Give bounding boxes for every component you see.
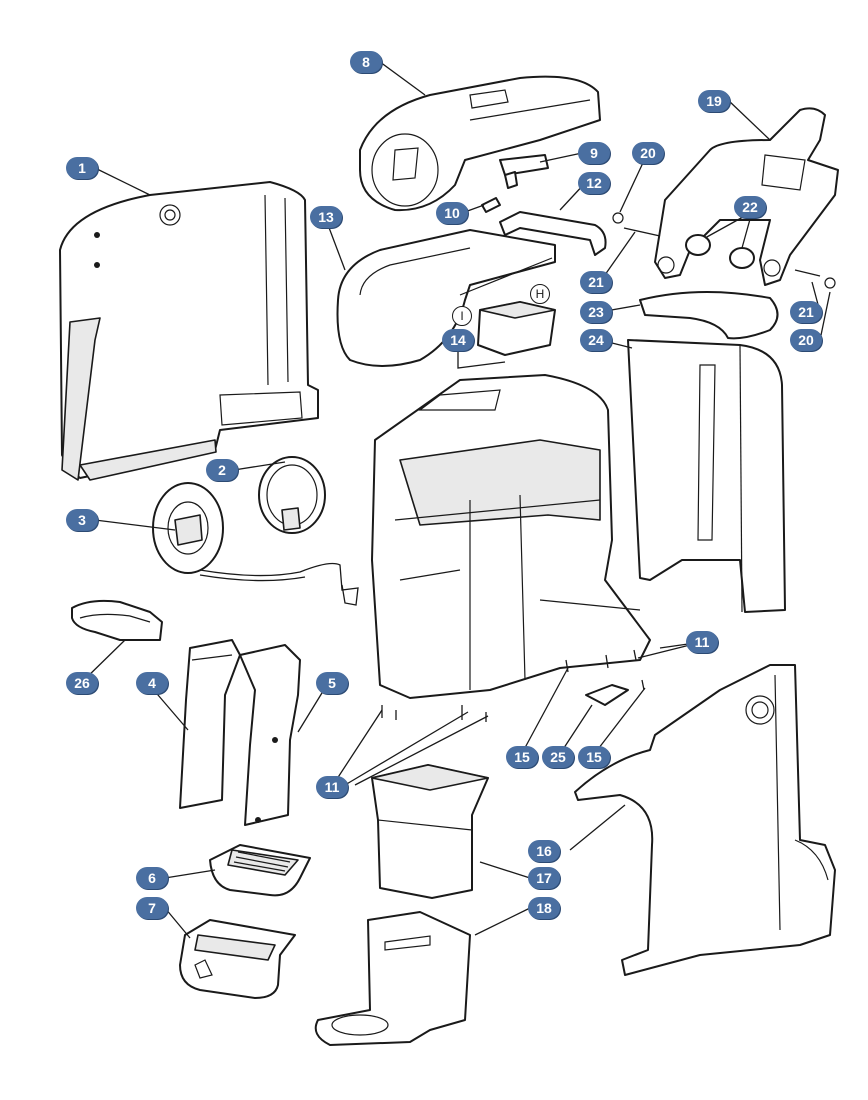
part-26-clip [71,599,163,641]
callout-15-left: 15 [506,746,538,768]
callout-3: 3 [66,509,98,531]
callout-21-right: 21 [790,301,822,323]
callout-10: 10 [436,202,468,224]
callout-9: 9 [578,142,610,164]
part-23-disc-lid [639,291,779,340]
callout-26: 26 [66,672,98,694]
callout-19: 19 [698,90,730,112]
callout-12: 12 [578,172,610,194]
part-5-right-panel [239,644,301,826]
part-14-small-bin [477,301,556,356]
part-18-stand [314,911,471,1046]
part-13-upper-frame [336,229,556,367]
part-4-left-panel [179,639,241,809]
part-10-screw [481,171,518,213]
callout-14: 14 [442,329,474,351]
callout-4: 4 [136,672,168,694]
part-12-bar [499,211,607,256]
callout-21-left: 21 [580,271,612,293]
callout-18: 18 [528,897,560,919]
part-8-top-lid [359,75,601,212]
callout-20-top: 20 [632,142,664,164]
marker-h: H [530,284,550,304]
callout-7: 7 [136,897,168,919]
marker-i: I [452,306,472,326]
part-24-water-tank [627,339,786,613]
part-20-21-fasteners [612,212,836,289]
callout-8: 8 [350,51,382,73]
callout-25: 25 [542,746,574,768]
callout-24: 24 [580,329,612,351]
callout-23: 23 [580,301,612,323]
callout-15-right: 15 [578,746,610,768]
part-1-left-side-housing [59,181,319,481]
callout-5: 5 [316,672,348,694]
part-2-seal-ring [258,456,326,534]
callout-13: 13 [310,206,342,228]
callout-11-right: 11 [686,631,718,653]
callout-6: 6 [136,867,168,889]
main-chassis [371,374,651,699]
callout-17: 17 [528,867,560,889]
callout-20-bottom: 20 [790,329,822,351]
part-11-15-pins [381,649,645,722]
callout-11-lower: 11 [316,776,348,798]
callout-1: 1 [66,157,98,179]
part-16-front-housing [574,664,836,976]
callout-22: 22 [734,196,766,218]
part-9-small-plate [499,154,549,176]
part-6-drip-grate [209,844,311,897]
part-17-cup [371,764,489,899]
callout-16: 16 [528,840,560,862]
part-3-disk-with-cable [152,482,359,606]
part-25-small-block [585,684,629,706]
callout-2: 2 [206,459,238,481]
part-7-drip-tray [179,919,296,999]
